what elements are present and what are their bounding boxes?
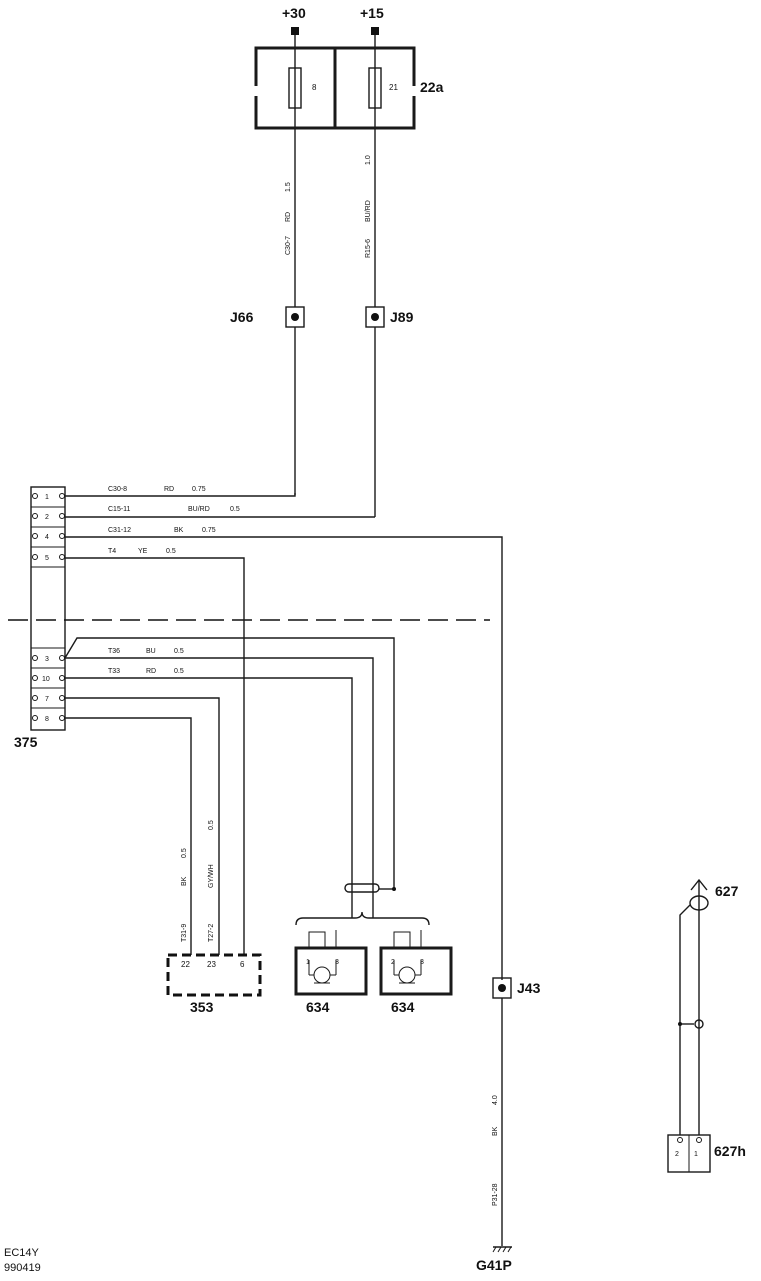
w1-size: 0.75	[192, 486, 206, 493]
pin-375-4: 4	[45, 534, 49, 541]
wire-right-size: 1.0	[365, 155, 372, 165]
w3-pin: T36	[108, 648, 120, 655]
bk-pin: T31-9	[181, 924, 188, 942]
ground-g41p-label: G41P	[476, 1257, 512, 1273]
supply-plus15-label: +15	[360, 5, 384, 21]
wire-right-pin: R15-6	[365, 239, 372, 258]
speaker-634-a	[294, 946, 368, 996]
fuse-21-label: 21	[389, 83, 398, 92]
w1-color: RD	[164, 486, 174, 493]
connector-627h-label: 627h	[714, 1143, 746, 1159]
bk-size: 0.5	[181, 848, 188, 858]
ground-size: 4.0	[492, 1095, 499, 1105]
w5-color: YE	[138, 548, 148, 555]
pin-375-3: 3	[45, 656, 49, 663]
terminal-plus30	[291, 27, 299, 35]
pin-375-8: 8	[45, 716, 49, 723]
twisted-pair-sleeve	[344, 883, 380, 893]
antenna-icon	[678, 878, 709, 1135]
gywh-pin: T27-2	[208, 924, 215, 942]
connector-353-label: 353	[190, 999, 214, 1015]
supply-plus30-label: +30	[282, 5, 306, 21]
speaker-634-a-label: 634	[306, 999, 330, 1015]
w10-pin: T33	[108, 668, 120, 675]
terminal-plus15	[371, 27, 379, 35]
bk-color: BK	[181, 876, 188, 886]
wire-left-pin: C30-7	[285, 236, 292, 255]
speaker-b-pin-3: 3	[420, 959, 424, 966]
connector-353	[166, 953, 262, 997]
w2-color: BU/RD	[188, 506, 210, 513]
pin-375-5: 5	[45, 555, 49, 562]
junction-j89-label: J89	[390, 309, 414, 325]
junction-j43-label: J43	[517, 980, 541, 996]
w5-pin: T4	[108, 548, 116, 555]
w3-color: BU	[146, 648, 156, 655]
speaker-b-pin-2: 2	[391, 959, 395, 966]
pin-375-1: 1	[45, 494, 49, 501]
w4-size: 0.75	[202, 527, 216, 534]
connector-375	[30, 486, 66, 731]
w4-color: BK	[174, 527, 184, 534]
pin-375-7: 7	[45, 696, 49, 703]
junction-j66-label: J66	[230, 309, 254, 325]
speaker-634-b-label: 634	[391, 999, 415, 1015]
w5-size: 0.5	[166, 548, 176, 555]
ground-icon	[492, 1246, 512, 1253]
pin-353-23: 23	[207, 960, 216, 969]
w2-pin: C15-11	[108, 506, 131, 513]
pin-353-6: 6	[240, 960, 245, 969]
connector-375-label: 375	[14, 734, 38, 750]
pin-353-22: 22	[181, 960, 190, 969]
w10-color: RD	[146, 668, 156, 675]
speaker-634-b	[379, 946, 453, 996]
speaker-icon	[313, 966, 331, 984]
footer-code: EC14Y	[4, 1247, 40, 1259]
w2-size: 0.5	[230, 506, 240, 513]
antenna-627-label: 627	[715, 883, 739, 899]
connector-627h	[667, 1134, 711, 1173]
gywh-color: GY/WH	[208, 864, 215, 888]
speaker-brace	[295, 911, 430, 926]
fusebox-22a	[254, 46, 416, 130]
wire-left-color: RD	[285, 212, 292, 222]
pin-375-10: 10	[42, 676, 50, 683]
speaker-icon	[398, 966, 416, 984]
fusebox-id: 22a	[420, 79, 444, 95]
pin-627h-1: 1	[694, 1151, 698, 1158]
w3-size: 0.5	[174, 648, 184, 655]
pin-375-2: 2	[45, 514, 49, 521]
speaker-a-pin-1: 1	[306, 959, 310, 966]
ground-pin: P31-28	[492, 1183, 499, 1206]
ground-color: BK	[492, 1126, 499, 1136]
footer-date: 990419	[4, 1262, 41, 1274]
wire-right-color: BU/RD	[365, 200, 372, 222]
w1-pin: C30-8	[108, 486, 127, 493]
fuse-8-label: 8	[312, 83, 317, 92]
speaker-a-pin-3: 3	[335, 959, 339, 966]
w4-pin: C31-12	[108, 527, 131, 534]
wire-left-size: 1.5	[285, 182, 292, 192]
pin-627h-2: 2	[675, 1151, 679, 1158]
gywh-size: 0.5	[208, 820, 215, 830]
w10-size: 0.5	[174, 668, 184, 675]
